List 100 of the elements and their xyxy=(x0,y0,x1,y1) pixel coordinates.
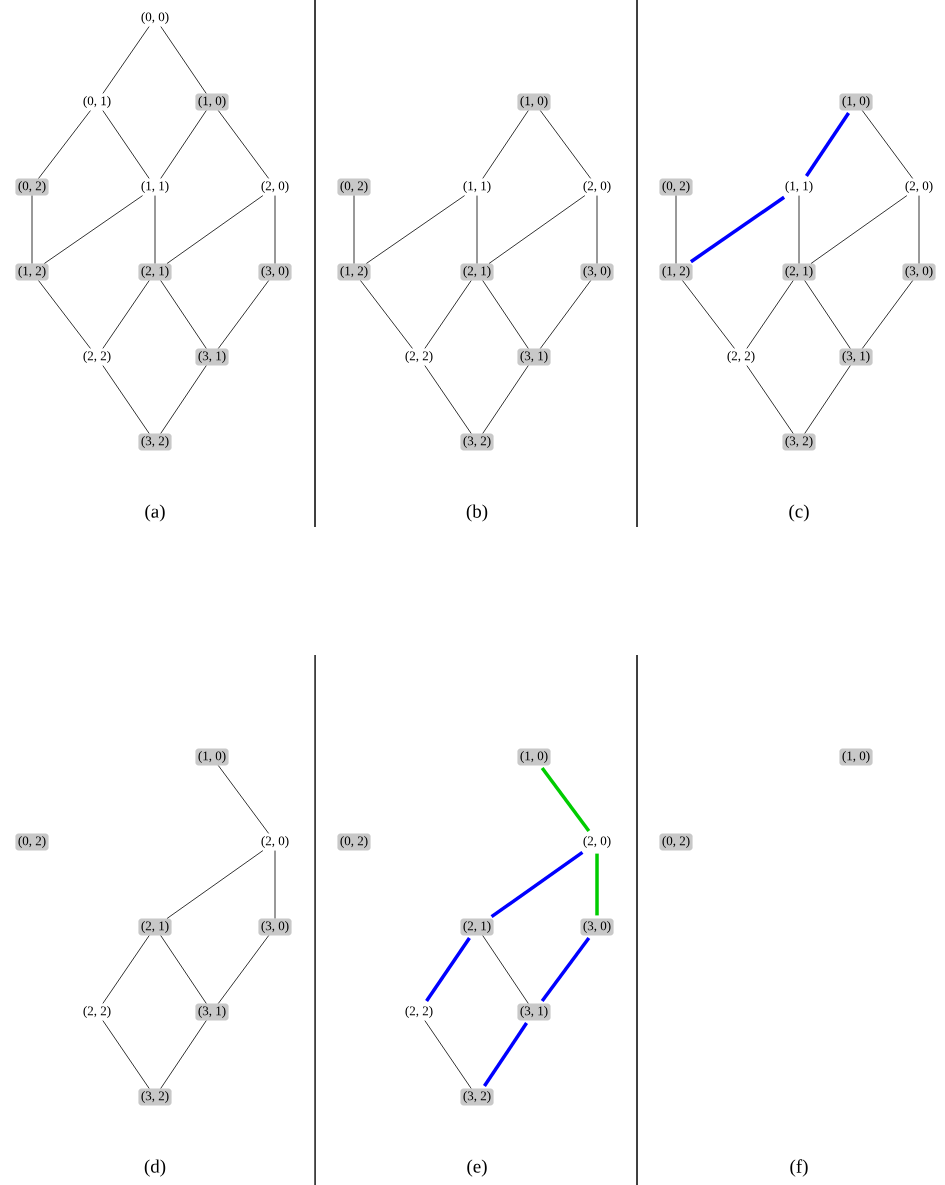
highlighted-node: (2, 1) xyxy=(460,918,494,936)
edge-line xyxy=(31,195,33,264)
edge-line xyxy=(595,853,599,916)
edge-line xyxy=(540,280,592,349)
highlighted-node: (3, 0) xyxy=(258,263,292,281)
node-label: (1, 1) xyxy=(463,181,491,193)
edge-line xyxy=(476,195,478,264)
edge-line xyxy=(274,850,276,919)
highlighted-node: (2, 1) xyxy=(460,263,494,281)
edge-line xyxy=(360,280,413,349)
edge-line xyxy=(160,935,207,1004)
panel-caption: (f) xyxy=(790,1159,808,1177)
highlighted-node: (0, 2) xyxy=(337,178,371,196)
edge-line xyxy=(366,195,465,264)
edge-line xyxy=(482,935,529,1004)
edge-line xyxy=(44,195,143,264)
edge-line xyxy=(805,112,851,177)
highlighted-node: (0, 2) xyxy=(15,178,49,196)
edge-line xyxy=(862,280,914,349)
highlighted-node: (3, 1) xyxy=(195,1003,229,1021)
edge-line xyxy=(682,280,735,349)
edge-line xyxy=(540,936,591,1003)
highlighted-node: (3, 2) xyxy=(460,1088,494,1106)
highlighted-node: (1, 2) xyxy=(337,263,371,281)
edge-line xyxy=(166,195,264,264)
highlighted-node: (3, 2) xyxy=(460,433,494,451)
edge-line xyxy=(425,937,471,1002)
node-label: (0, 0) xyxy=(141,12,169,24)
highlighted-node: (3, 0) xyxy=(902,263,936,281)
node-label: (2, 2) xyxy=(83,351,111,363)
edge-line xyxy=(424,365,472,434)
edge-line xyxy=(482,365,529,434)
highlighted-node: (1, 0) xyxy=(195,93,229,111)
edge-line xyxy=(217,765,270,834)
highlighted-node: (3, 0) xyxy=(258,918,292,936)
node-label: (2, 0) xyxy=(261,836,289,848)
highlighted-node: (3, 1) xyxy=(517,348,551,366)
node-label: (2, 2) xyxy=(405,351,433,363)
edge-line xyxy=(102,935,150,1004)
edge-line xyxy=(102,26,150,94)
node-label: (2, 0) xyxy=(583,181,611,193)
edge-line xyxy=(539,110,592,179)
edge-line xyxy=(483,1022,529,1087)
edge-line xyxy=(274,195,276,264)
edge-line xyxy=(798,195,800,264)
node-label: (2, 2) xyxy=(83,1006,111,1018)
highlighted-node: (3, 2) xyxy=(138,1088,172,1106)
highlighted-node: (1, 2) xyxy=(15,263,49,281)
highlighted-node: (3, 2) xyxy=(138,433,172,451)
highlighted-node: (3, 1) xyxy=(517,1003,551,1021)
edge-line xyxy=(102,110,150,179)
edge-line xyxy=(160,1020,207,1089)
edge-line xyxy=(38,110,91,179)
edge-line xyxy=(490,850,584,919)
edge-line xyxy=(217,280,270,349)
edge-line xyxy=(596,195,598,264)
panel-caption: (b) xyxy=(466,504,488,522)
edge-line xyxy=(160,365,207,434)
highlighted-node: (1, 0) xyxy=(195,748,229,766)
node-label: (0, 1) xyxy=(83,96,111,108)
node-label: (2, 0) xyxy=(905,181,933,193)
highlighted-node: (2, 1) xyxy=(782,263,816,281)
highlighted-node: (1, 0) xyxy=(839,748,873,766)
edge-line xyxy=(38,280,91,349)
edge-line xyxy=(102,365,150,434)
edge-line xyxy=(160,26,207,94)
edge-line xyxy=(424,1020,472,1089)
edge-line xyxy=(154,195,156,264)
panel-caption: (c) xyxy=(789,504,809,522)
edge-line xyxy=(217,935,270,1004)
node-label: (2, 0) xyxy=(583,836,611,848)
highlighted-node: (0, 2) xyxy=(15,833,49,851)
edge-line xyxy=(353,195,355,264)
edge-line xyxy=(482,110,529,179)
node-label: (2, 0) xyxy=(261,181,289,193)
highlighted-node: (2, 1) xyxy=(138,263,172,281)
edge-line xyxy=(675,195,677,264)
highlighted-node: (1, 2) xyxy=(659,263,693,281)
highlighted-node: (2, 1) xyxy=(138,918,172,936)
highlighted-node: (1, 0) xyxy=(517,93,551,111)
edge-line xyxy=(102,280,150,349)
highlighted-node: (0, 2) xyxy=(337,833,371,851)
panel-caption: (d) xyxy=(144,1159,166,1177)
edge-line xyxy=(918,195,920,264)
edge-line xyxy=(804,365,851,434)
edge-line xyxy=(482,280,529,349)
highlighted-node: (1, 0) xyxy=(839,93,873,111)
edge-line xyxy=(217,110,270,179)
edge-line xyxy=(102,1020,150,1089)
highlighted-node: (3, 1) xyxy=(195,348,229,366)
panel-caption: (a) xyxy=(145,504,165,522)
edge-line xyxy=(746,365,794,434)
panel-caption: (e) xyxy=(467,1159,487,1177)
highlighted-node: (3, 2) xyxy=(782,433,816,451)
edge-line xyxy=(746,280,794,349)
edge-line xyxy=(160,110,207,179)
edge-line xyxy=(861,110,914,179)
highlighted-node: (1, 0) xyxy=(517,748,551,766)
edge-line xyxy=(166,850,264,919)
node-label: (1, 1) xyxy=(785,181,813,193)
